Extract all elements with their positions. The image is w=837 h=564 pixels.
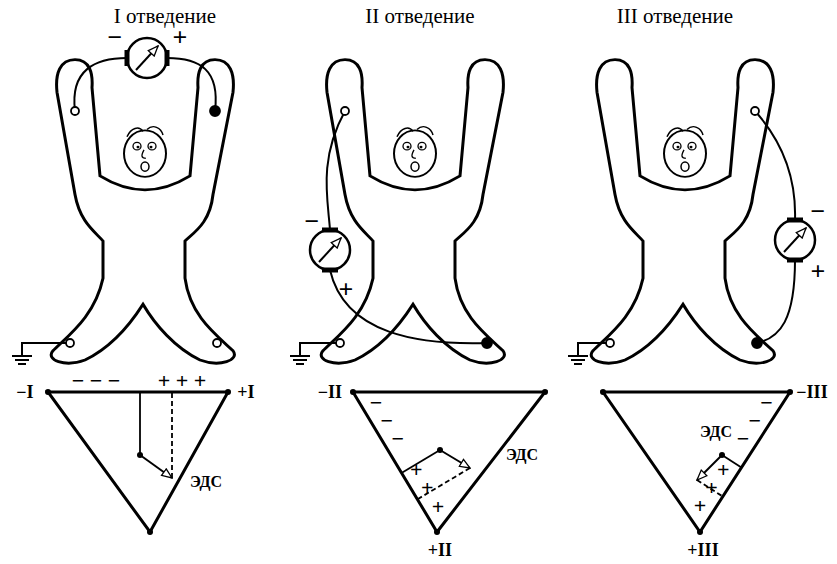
person-figure [591,60,774,363]
charge-sign: − [381,410,394,432]
pole-label: −III [796,383,827,401]
person-figure [51,60,234,363]
lead-title: I отведение [114,6,216,27]
polarity-sign: + [811,259,826,285]
polarity-sign: − [811,199,826,225]
charge-sign: + [694,495,707,517]
emf-label: ЭДС [190,474,222,490]
vector-origin [137,447,725,458]
charge-sign: + [432,496,445,518]
pole-label: +II [428,541,452,559]
electrode [66,106,762,348]
projection-line [140,392,741,499]
pole-label: +III [687,541,718,559]
polarity-sign: − [305,209,320,235]
emf-vector [140,450,722,480]
charge-signs: − − − [72,370,121,392]
charge-sign: − [391,428,404,450]
polarity-sign: − [108,25,123,51]
lead-title: III отведение [617,6,733,27]
charge-sign: − [760,392,773,414]
charge-sign: + [717,459,730,481]
ground-symbol [12,356,588,364]
polarity-sign: + [339,277,354,303]
pole-label: +I [237,383,254,401]
einthoven-triangle [48,392,790,532]
pole-label: −II [318,383,342,401]
charge-sign: − [737,428,750,450]
charge-sign: + [410,459,423,481]
charge-sign: − [370,392,383,414]
emf-label: ЭДС [506,447,538,463]
emf-label: ЭДС [700,424,732,440]
person-figure [321,60,504,363]
charge-sign: − [749,410,762,432]
galvanometer-symbol [127,38,815,270]
pole-label: −I [16,383,33,401]
lead-title: II отведение [365,6,474,27]
triangle-vertex [45,389,793,535]
lead-wire [22,58,795,356]
charge-signs: + + + [158,370,207,392]
charge-sign: + [421,477,434,499]
charge-sign: + [705,477,718,499]
polarity-sign: + [173,25,188,51]
